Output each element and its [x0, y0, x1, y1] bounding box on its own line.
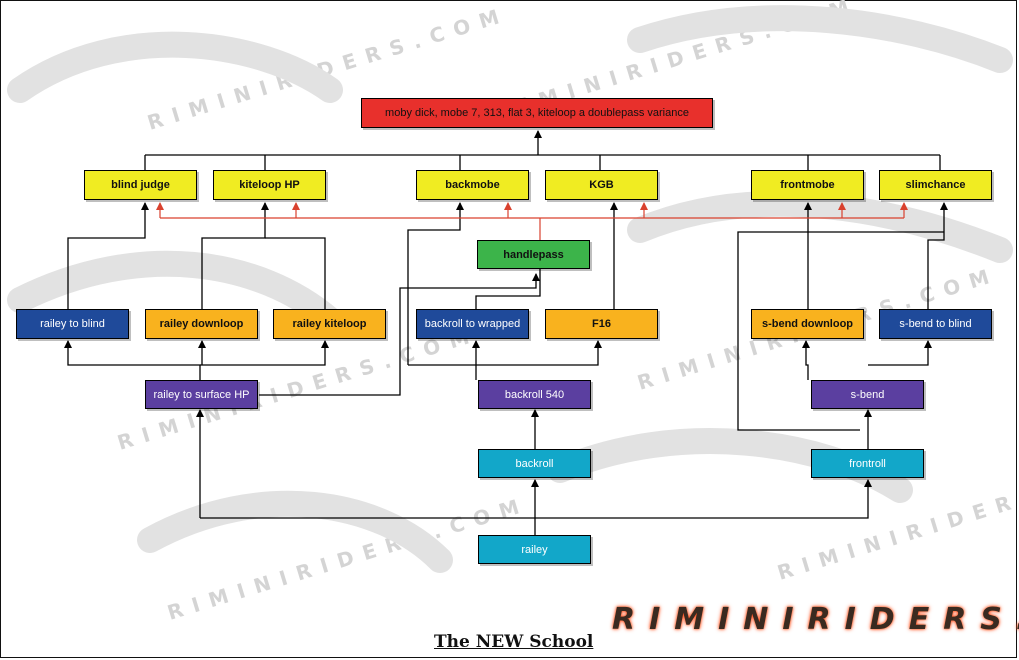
- link-blind-slimchance: [927, 202, 948, 309]
- node-label: handlepass: [503, 248, 564, 261]
- node-railey-kiteloop: railey kiteloop: [273, 309, 386, 339]
- node-label: s-bend: [850, 388, 885, 401]
- node-blind-judge: blind judge: [84, 170, 197, 200]
- node-s-bend-downloop: s-bend downloop: [751, 309, 864, 339]
- node-railey-to-surface-hp: railey to surface HP: [145, 380, 258, 409]
- node-label: railey to blind: [40, 318, 105, 330]
- node-label: s-bend downloop: [761, 318, 854, 330]
- node-backmobe: backmobe: [416, 170, 529, 200]
- node-label: railey kiteloop: [292, 318, 367, 330]
- link-surface-kiteloop: [200, 340, 329, 366]
- page-title: The NEW School: [434, 632, 594, 652]
- node-frontroll: frontroll: [811, 449, 924, 478]
- node-slimchance: slimchance: [879, 170, 992, 200]
- link-railey-branch: [200, 479, 872, 519]
- link-railey-kiteloop-up: [265, 237, 326, 309]
- node-frontmobe: frontmobe: [751, 170, 864, 200]
- node-label: backroll 540: [504, 388, 565, 401]
- link-surface-branch: [64, 340, 201, 380]
- node-kgb: KGB: [545, 170, 658, 200]
- link-frontroll-slimchance: [737, 231, 944, 431]
- node-label: KGB: [589, 179, 614, 191]
- node-label: s-bend to blind: [899, 318, 972, 330]
- link-surface-handlepass: [259, 273, 540, 396]
- node-label: moby dick, mobe 7, 313, flat 3, kiteloop…: [385, 107, 689, 119]
- link-downloop-kiteloop: [201, 202, 269, 309]
- node-railey-to-blind: railey to blind: [16, 309, 129, 339]
- node-label: railey: [521, 543, 548, 556]
- node-label: railey downloop: [159, 318, 244, 330]
- node-railey-downloop: railey downloop: [145, 309, 258, 339]
- node-backroll: backroll: [478, 449, 591, 478]
- node-f16: F16: [545, 309, 658, 339]
- node-handlepass: handlepass: [477, 240, 590, 269]
- link-sbend-blind: [868, 340, 932, 366]
- link-sbend-downloop: [802, 340, 810, 380]
- node-label: backmobe: [445, 179, 500, 191]
- node-backroll-to-wrapped: backroll to wrapped: [416, 309, 529, 339]
- node-label: backroll: [515, 457, 554, 470]
- node-label: kiteloop HP: [239, 179, 300, 191]
- node-label: railey to surface HP: [153, 388, 250, 401]
- link-railey-to-blind-up: [67, 202, 149, 309]
- node-label: F16: [592, 318, 611, 330]
- node-label: backroll to wrapped: [424, 318, 521, 330]
- node-label: frontmobe: [780, 179, 835, 191]
- node-label: frontroll: [849, 457, 886, 470]
- node-backroll-540: backroll 540: [478, 380, 591, 409]
- node-kiteloop-hp: kiteloop HP: [213, 170, 326, 200]
- node-top-variance: moby dick, mobe 7, 313, flat 3, kiteloop…: [361, 98, 713, 128]
- brand-logo: RIMINIRIDERS.COM: [612, 602, 1019, 637]
- node-railey: railey: [478, 535, 591, 564]
- link-540-f16: [476, 340, 602, 366]
- node-s-bend: s-bend: [811, 380, 924, 409]
- link-wrapped-handlepass: [475, 269, 541, 309]
- node-label: blind judge: [111, 179, 170, 191]
- node-s-bend-to-blind: s-bend to blind: [879, 309, 992, 339]
- node-label: slimchance: [905, 179, 966, 191]
- link-backroll-wrapped-backmobe: [407, 202, 464, 365]
